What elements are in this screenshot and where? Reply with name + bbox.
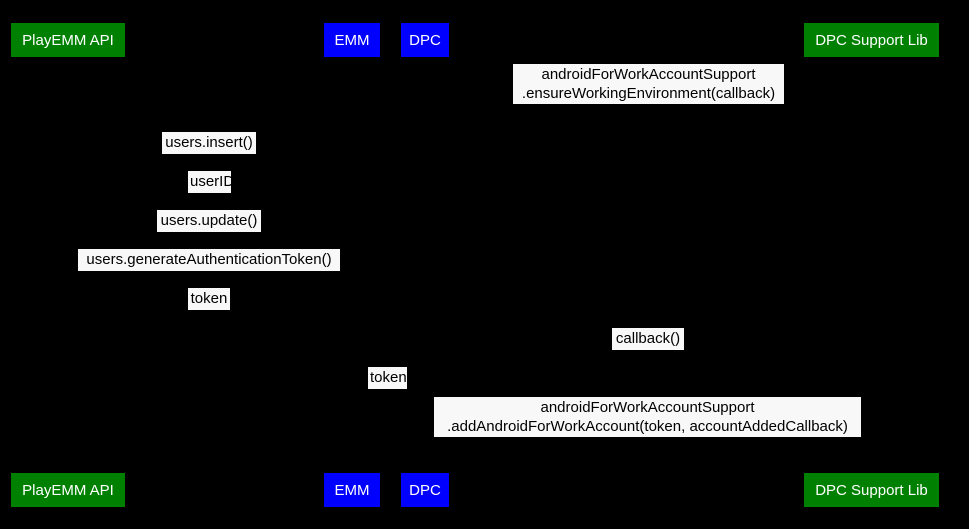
participant-label: PlayEMM API	[22, 481, 114, 499]
message-label-users-update: users.update()	[157, 210, 261, 232]
message-label-add-android-for-work-account: androidForWorkAccountSupport .addAndroidF…	[434, 397, 861, 437]
message-label-line-1: userID	[190, 173, 235, 190]
message-label-user-id: userID	[188, 171, 235, 193]
participant-top-emm[interactable]: EMM	[324, 23, 380, 57]
message-label-line-1: token	[370, 369, 407, 386]
participant-bottom-dpc-support-lib[interactable]: DPC Support Lib	[804, 473, 939, 507]
message-label-line-2: .ensureWorkingEnvironment(callback)	[521, 85, 776, 102]
participant-label: DPC Support Lib	[815, 481, 928, 499]
message-label-users-generate-authentication-token: users.generateAuthenticationToken()	[78, 249, 340, 271]
message-label-callback: callback()	[612, 328, 684, 350]
message-label-line-2: .addAndroidForWorkAccount(token, account…	[447, 418, 848, 435]
participant-bottom-emm[interactable]: EMM	[324, 473, 380, 507]
participant-label: DPC Support Lib	[815, 31, 928, 49]
message-label-line-1: token	[190, 290, 228, 307]
message-label-users-insert: users.insert()	[162, 132, 256, 154]
participant-bottom-playemm-api[interactable]: PlayEMM API	[11, 473, 125, 507]
participant-top-dpc-support-lib[interactable]: DPC Support Lib	[804, 23, 939, 57]
message-label-line-1: users.insert()	[165, 134, 253, 151]
participant-label: PlayEMM API	[22, 31, 114, 49]
message-label-line-1: androidForWorkAccountSupport	[541, 66, 756, 83]
message-label-token-2: token	[368, 367, 407, 389]
message-label-line-1: androidForWorkAccountSupport	[540, 399, 755, 416]
message-label-line-1: users.update()	[160, 212, 258, 229]
message-label-ensure-working-environment: androidForWorkAccountSupport .ensureWorki…	[513, 64, 784, 104]
message-label-line-1: callback()	[615, 330, 681, 347]
participant-top-playemm-api[interactable]: PlayEMM API	[11, 23, 125, 57]
participant-label: EMM	[334, 481, 370, 499]
participant-label: DPC	[409, 481, 441, 499]
message-label-token-1: token	[188, 288, 230, 310]
participant-label: DPC	[409, 31, 441, 49]
participant-top-dpc[interactable]: DPC	[401, 23, 449, 57]
participant-bottom-dpc[interactable]: DPC	[401, 473, 449, 507]
message-label-line-1: users.generateAuthenticationToken()	[86, 251, 332, 268]
participant-label: EMM	[334, 31, 370, 49]
